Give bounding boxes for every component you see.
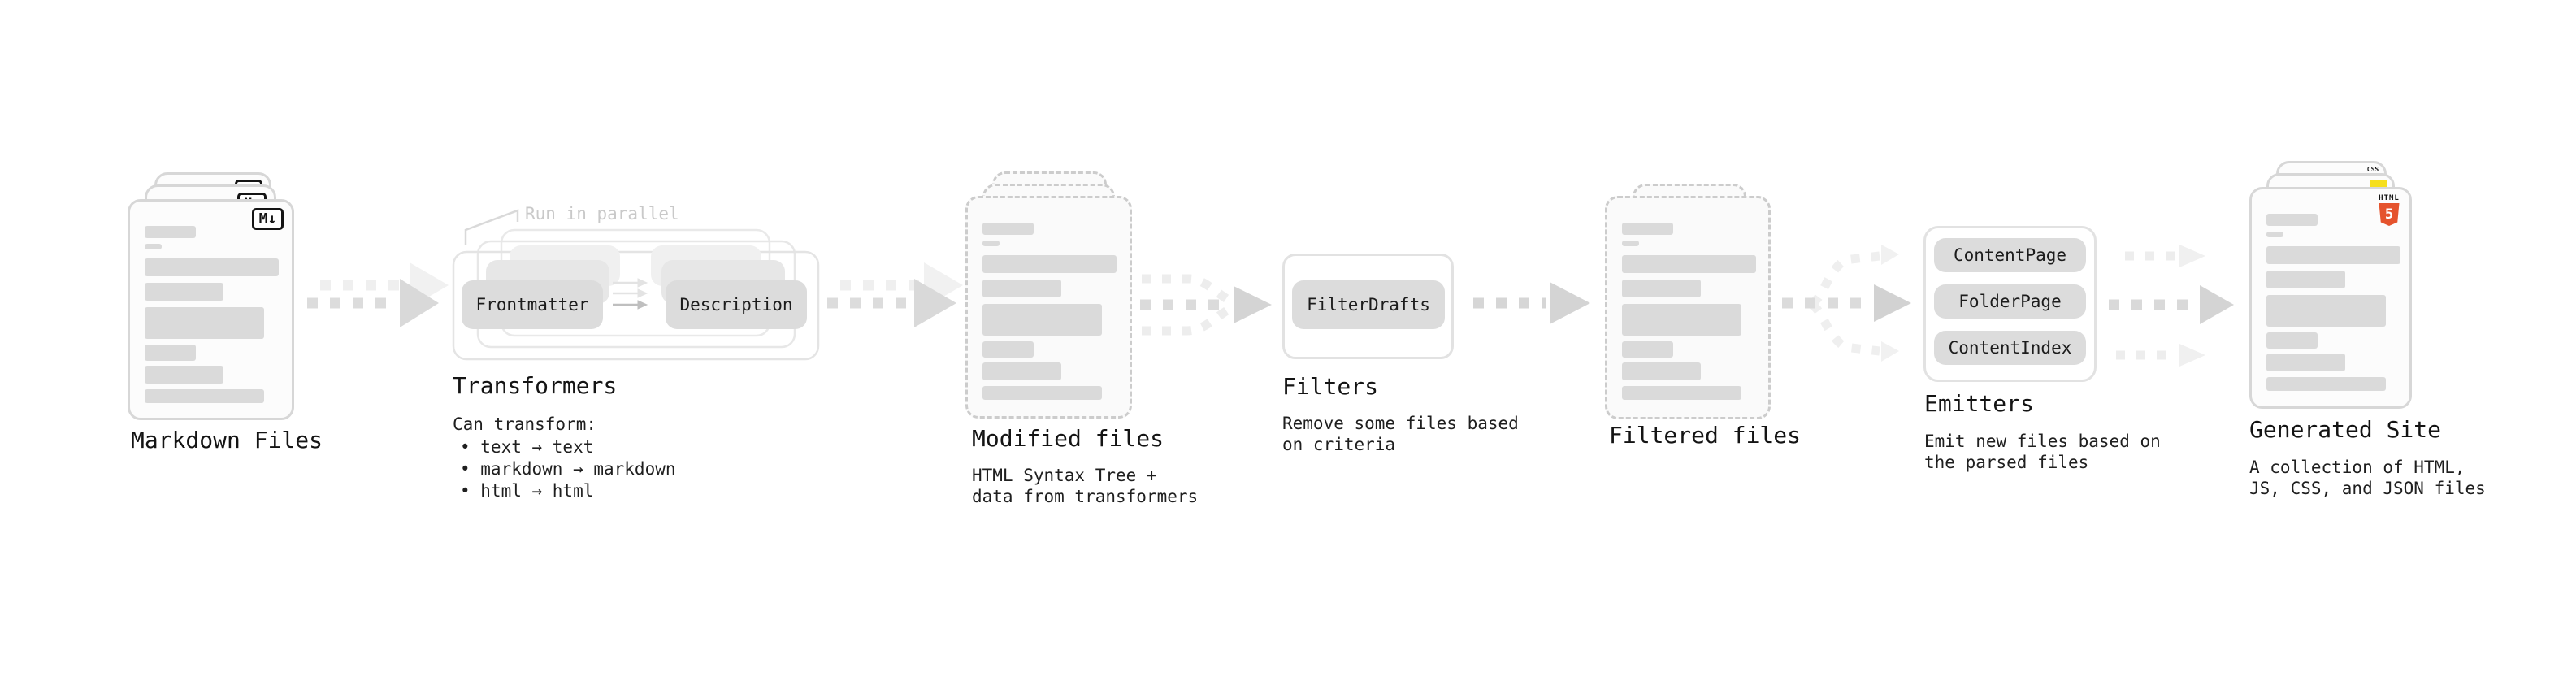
text-line-bar	[145, 389, 264, 403]
emitters-label: Emitters	[1924, 390, 2034, 417]
text-line-bar	[145, 244, 162, 249]
text-line-bar	[982, 304, 1102, 336]
bullet-item: • markdown → markdown	[460, 459, 676, 479]
filters-description: Remove some files based on criteria	[1282, 414, 1519, 454]
text-line-bar	[2266, 332, 2318, 349]
text-line-bar	[982, 255, 1117, 273]
text-line-bar	[2266, 354, 2345, 371]
arrowhead	[1881, 341, 1899, 362]
filterdrafts-button: FilterDrafts	[1292, 280, 1445, 329]
arrow-transformers-to-modified	[827, 262, 963, 327]
arrow-filtered-to-emitters	[1782, 245, 1911, 362]
transformers-intro: Can transform:	[453, 414, 597, 434]
folderpage-emitter-button: FolderPage	[1934, 284, 2086, 319]
filtered-files-label: Filtered files	[1609, 422, 1802, 449]
text-line-bar	[145, 307, 264, 339]
arrowhead	[1881, 245, 1899, 265]
text-line-bar	[1622, 280, 1701, 297]
transformers-label: Transformers	[453, 372, 618, 399]
arrowhead	[2200, 285, 2234, 324]
contentpage-emitter-button: ContentPage	[1934, 238, 2086, 272]
transformers-bullet-list: • text → text • markdown → markdown • ht…	[460, 436, 676, 502]
transformer-flow-arrows	[613, 278, 648, 310]
text-line-bar	[145, 283, 223, 301]
frontmatter-transformer-button: Frontmatter	[462, 280, 603, 329]
note-leader-line	[464, 209, 519, 245]
bullet-item: • html → html	[460, 481, 594, 501]
modified-files-label: Modified files	[972, 425, 1164, 452]
text-line-bar	[982, 280, 1061, 297]
arrowhead	[1550, 282, 1590, 324]
arrow-modified-to-filters	[1140, 274, 1272, 336]
text-line-bar	[982, 362, 1061, 380]
text-line-bar	[1622, 255, 1756, 273]
modified-files-description: HTML Syntax Tree + data from transformer…	[972, 466, 1199, 506]
text-line-bar	[1622, 304, 1741, 336]
generated-site-label: Generated Site	[2249, 416, 2442, 443]
bullet-item: • text → text	[460, 437, 594, 457]
text-line-bar	[145, 258, 279, 276]
contentindex-emitter-button: ContentIndex	[1934, 331, 2086, 365]
arrowhead	[1874, 284, 1911, 322]
markdown-files-label: Markdown Files	[131, 427, 323, 453]
text-line-bar	[982, 386, 1102, 400]
text-line-bar	[2266, 246, 2400, 264]
arrow-markdown-to-transformers	[307, 262, 449, 327]
text-line-bar	[982, 341, 1034, 358]
markdown-icon: M↓	[252, 208, 284, 230]
arrows-emitters-to-generated	[2109, 245, 2234, 367]
text-line-bar	[2266, 295, 2386, 327]
markdown-file-card-front: M↓	[128, 199, 294, 420]
arrowhead	[400, 279, 439, 327]
text-line-bar	[982, 223, 1034, 235]
text-line-bar	[1622, 241, 1639, 246]
text-line-bar	[1622, 223, 1673, 235]
html5-icon: HTML 5	[2379, 195, 2400, 226]
text-line-bar	[2266, 232, 2283, 237]
text-line-bar	[145, 345, 196, 361]
text-line-bar	[982, 241, 1000, 246]
generated-site-stack: CSS HTML 5	[2249, 161, 2416, 409]
html-file-card: HTML 5	[2249, 187, 2412, 409]
generated-site-description: A collection of HTML, JS, CSS, and JSON …	[2249, 458, 2486, 498]
modified-files-stack	[965, 171, 1136, 419]
text-line-bar	[1622, 386, 1741, 400]
arrow-filters-to-filtered	[1473, 282, 1590, 324]
arrowhead	[2179, 344, 2205, 367]
arrowhead	[2179, 245, 2205, 267]
filtered-file-card-front	[1605, 196, 1771, 419]
text-line-bar	[2266, 271, 2345, 288]
filters-label: Filters	[1282, 373, 1379, 400]
text-line-bar	[2266, 214, 2318, 226]
text-line-bar	[1622, 362, 1701, 380]
description-transformer-button: Description	[666, 280, 807, 329]
run-in-parallel-note: Run in parallel	[525, 204, 679, 223]
text-line-bar	[145, 226, 196, 238]
filtered-files-stack	[1605, 184, 1776, 423]
text-line-bar	[145, 366, 223, 384]
text-line-bar	[2266, 377, 2386, 391]
emitters-description: Emit new files based on the parsed files	[1924, 432, 2161, 472]
text-line-bar	[1622, 341, 1673, 358]
modified-file-card-front	[965, 196, 1132, 419]
arrowhead	[1234, 286, 1272, 323]
markdown-files-stack: M↓ M↓ M↓	[128, 172, 298, 420]
arrowhead	[914, 279, 956, 327]
